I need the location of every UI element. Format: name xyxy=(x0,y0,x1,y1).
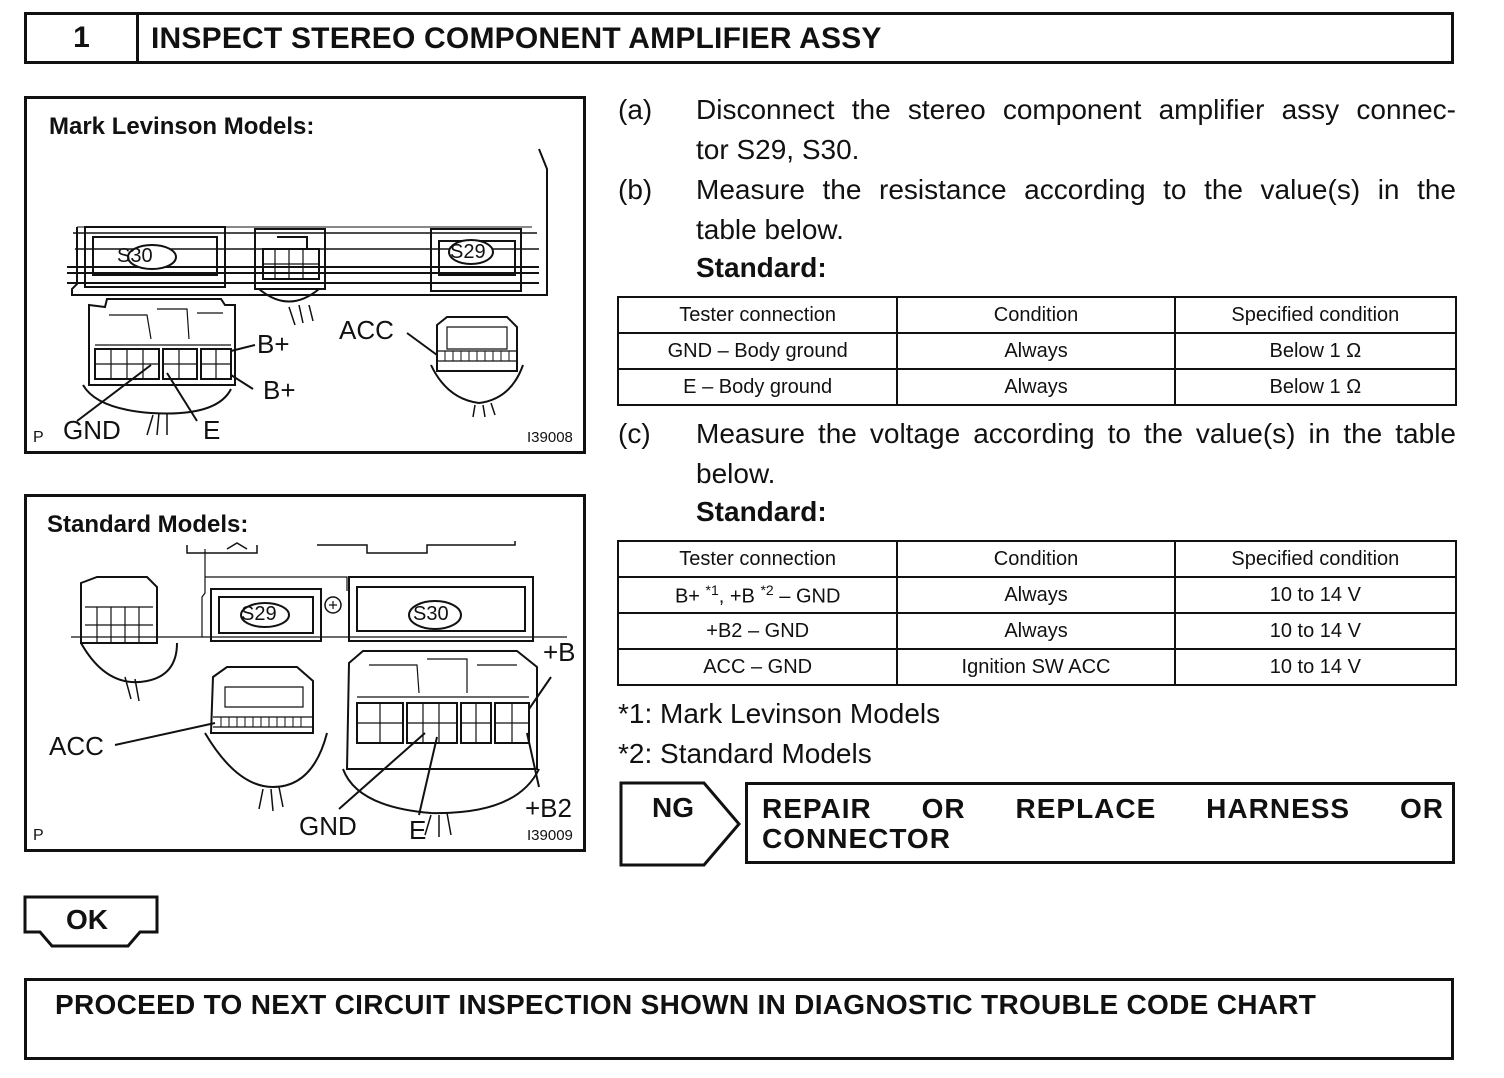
footnote-2: *2: Standard Models xyxy=(618,738,872,769)
table-cell: 10 to 14 V xyxy=(1173,648,1458,686)
ng-action-line2: CONNECTOR xyxy=(762,823,951,854)
mark-levinson-connector-illustration xyxy=(67,148,548,436)
table-header-cell: Condition xyxy=(896,296,1176,334)
table-header-cell: Specified condition xyxy=(1173,540,1458,578)
table-header-row: Tester connection Condition Specified co… xyxy=(616,296,1458,334)
footnote-1: *1: Mark Levinson Models xyxy=(618,698,941,729)
table-row: ACC – GND Ignition SW ACC 10 to 14 V xyxy=(616,648,1458,686)
step-a-line2: tor S29, S30. xyxy=(696,134,860,165)
figure1-code: I39008 xyxy=(527,429,573,446)
step-number: 1 xyxy=(27,15,139,61)
table-cell: Below 1 Ω xyxy=(1173,368,1458,406)
figure1-corner-mark: P xyxy=(33,429,44,446)
table-header-cell: Tester connection xyxy=(616,540,899,578)
voltage-table: Tester connection Condition Specified co… xyxy=(616,540,1458,686)
step-c-line2: below. xyxy=(696,458,776,489)
proceed-box: PROCEED TO NEXT CIRCUIT INSPECTION SHOWN… xyxy=(24,978,1454,1060)
step-b-key: (b) xyxy=(618,174,653,205)
table-cell: Below 1 Ω xyxy=(1173,332,1458,370)
figure2-corner-mark: P xyxy=(33,827,44,844)
step-b-line1: Measure the resistance according to the … xyxy=(696,174,1456,205)
step-title: INSPECT STEREO COMPONENT AMPLIFIER ASSY xyxy=(151,22,882,55)
table-cell: Ignition SW ACC xyxy=(896,648,1176,686)
cell-text: , +B xyxy=(718,585,761,608)
figure1-title: Mark Levinson Models: xyxy=(49,113,315,140)
figure2-connector-s30: S30 xyxy=(413,603,449,625)
table-header-row: Tester connection Condition Specified co… xyxy=(616,540,1458,578)
ng-label: NG xyxy=(652,792,694,823)
ng-arrow-shape xyxy=(619,781,741,867)
figure1-label-e: E xyxy=(203,415,221,445)
proceed-text: PROCEED TO NEXT CIRCUIT INSPECTION SHOWN… xyxy=(55,989,1317,1020)
figure2-label-plus-b: +B xyxy=(543,637,576,667)
standard-connector-illustration xyxy=(71,541,567,837)
ng-action-line1: REPAIR OR REPLACE HARNESS OR xyxy=(762,793,1444,824)
cell-text: B+ xyxy=(674,585,706,608)
figure1-label-b-plus-2: B+ xyxy=(263,375,296,405)
step-c-line1: Measure the voltage according to the val… xyxy=(696,418,1456,449)
table-cell: E – Body ground xyxy=(616,368,899,406)
figure1-label-gnd: GND xyxy=(63,415,121,445)
ok-label: OK xyxy=(66,904,108,935)
step-c: (c) Measure the voltage according to the… xyxy=(618,414,1458,494)
step-c-key: (c) xyxy=(618,418,651,449)
figure1-connector-s30: S30 xyxy=(117,245,153,267)
figure2-label-e: E xyxy=(409,815,427,845)
resistance-table: Tester connection Condition Specified co… xyxy=(616,296,1458,406)
table-cell: Always xyxy=(896,576,1176,614)
figure2-code: I39009 xyxy=(527,827,573,844)
figure2-label-plus-b2: +B2 xyxy=(525,793,572,823)
step-a-line1: Disconnect the stereo component amplifie… xyxy=(696,94,1456,125)
standard-label-2: Standard: xyxy=(696,496,827,527)
table-cell-tester-b-plus: B+ *1, +B *2 – GND xyxy=(616,576,899,614)
table-row: E – Body ground Always Below 1 Ω xyxy=(616,368,1458,406)
step-a: (a) Disconnect the stereo component ampl… xyxy=(618,90,1458,170)
figure1-label-acc: ACC xyxy=(339,315,394,345)
table-cell: Always xyxy=(896,368,1176,406)
figure1-label-b-plus-1: B+ xyxy=(257,329,290,359)
table-header-cell: Condition xyxy=(896,540,1176,578)
table-cell: 10 to 14 V xyxy=(1173,612,1458,650)
figure2-label-gnd: GND xyxy=(299,811,357,841)
table-cell: Always xyxy=(896,332,1176,370)
table-cell: GND – Body ground xyxy=(616,332,899,370)
step-b-line2: table below. xyxy=(696,214,844,245)
figure2-connector-s29: S29 xyxy=(241,603,277,625)
table-cell: 10 to 14 V xyxy=(1173,576,1458,614)
step-b: (b) Measure the resistance according to … xyxy=(618,170,1458,250)
ok-tab-shape xyxy=(23,895,159,948)
figure2-label-acc: ACC xyxy=(49,731,104,761)
figure-mark-levinson: Mark Levinson Models: S30 S29 B+ B+ ACC … xyxy=(24,96,586,454)
table-header-cell: Tester connection xyxy=(616,296,899,334)
ng-action-box: REPAIR OR REPLACE HARNESS OR CONNECTOR xyxy=(745,782,1455,864)
step-a-key: (a) xyxy=(618,94,653,125)
step-header: 1 INSPECT STEREO COMPONENT AMPLIFIER ASS… xyxy=(24,12,1454,64)
table-row: B+ *1, +B *2 – GND Always 10 to 14 V xyxy=(616,576,1458,614)
table-row: +B2 – GND Always 10 to 14 V xyxy=(616,612,1458,650)
table-cell: Always xyxy=(896,612,1176,650)
table-cell: +B2 – GND xyxy=(616,612,899,650)
footnote-ref: *2 xyxy=(760,581,774,598)
footnote-ref: *1 xyxy=(705,581,719,598)
table-cell: ACC – GND xyxy=(616,648,899,686)
table-header-cell: Specified condition xyxy=(1173,296,1458,334)
table-row: GND – Body ground Always Below 1 Ω xyxy=(616,332,1458,370)
standard-label-1: Standard: xyxy=(696,252,827,283)
figure-standard: Standard Models: S29 S30 +B ACC GND E +B… xyxy=(24,494,586,852)
figure1-connector-s29: S29 xyxy=(450,241,486,263)
cell-text: – GND xyxy=(773,585,841,608)
figure2-title: Standard Models: xyxy=(47,511,249,538)
